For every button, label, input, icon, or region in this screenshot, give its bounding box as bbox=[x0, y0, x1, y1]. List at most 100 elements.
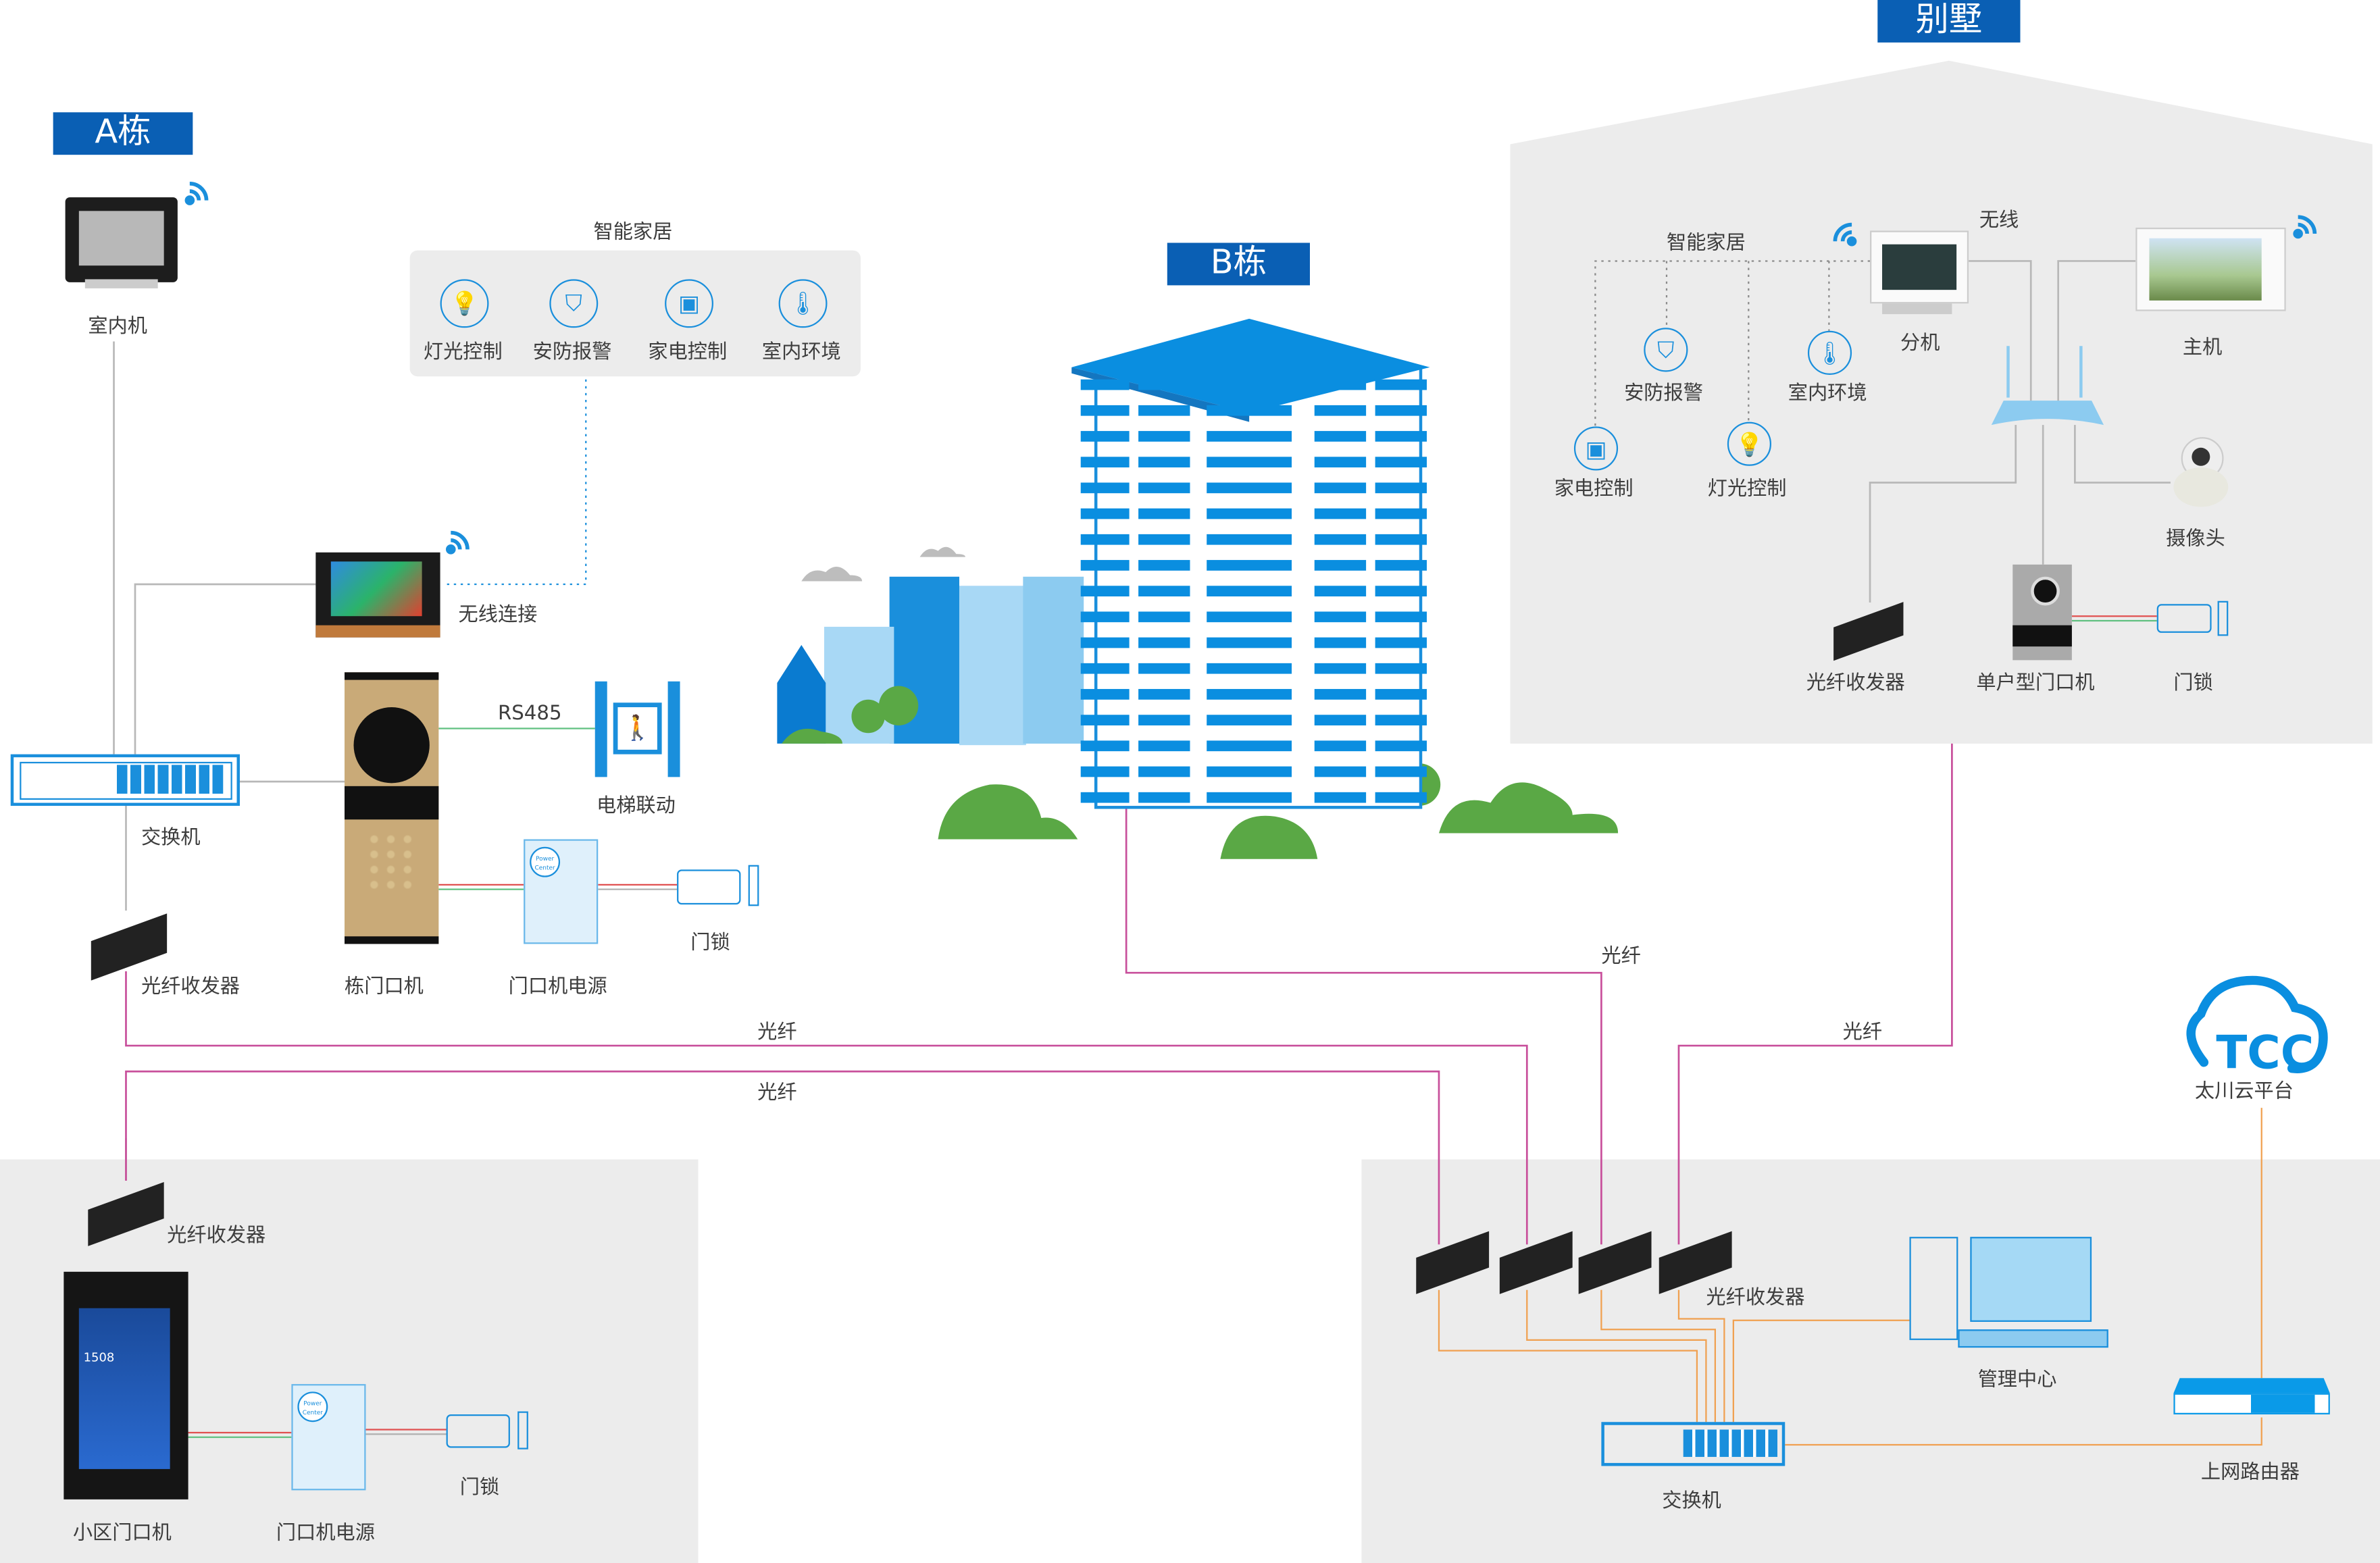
tower-balcony bbox=[1314, 431, 1367, 442]
cloud-logo-text: TCC bbox=[2216, 1026, 2314, 1079]
tower-balcony bbox=[1314, 715, 1367, 725]
tower-balcony bbox=[1314, 534, 1367, 545]
appliance-icon: ▣ bbox=[665, 279, 713, 328]
indoor-unit-device bbox=[65, 197, 178, 282]
tower-balcony bbox=[1138, 740, 1190, 752]
pc-monitor-icon bbox=[1970, 1237, 2092, 1322]
fiber-transceiver-label: 光纤收发器 bbox=[141, 975, 240, 999]
door-station-screen-number: 1508 bbox=[83, 1350, 115, 1364]
smart-home-item: 安防报警 bbox=[532, 341, 612, 365]
appliance-control-label: 家电控制 bbox=[1554, 478, 1634, 501]
villa-smart-home-dotted bbox=[1594, 260, 1871, 428]
power-lock-wires bbox=[188, 615, 2157, 1438]
fiber-label: 光纤 bbox=[757, 1081, 797, 1105]
main-unit-label: 主机 bbox=[2182, 336, 2223, 360]
tower bbox=[1071, 318, 1430, 809]
pc-tower-icon bbox=[1909, 1237, 1958, 1340]
community-door-station-device: 1508 bbox=[64, 1271, 188, 1500]
tower-balcony bbox=[1314, 766, 1367, 777]
tower-balcony bbox=[1207, 431, 1292, 442]
tower-balcony bbox=[1314, 405, 1367, 416]
smart-home-title: 智能家居 bbox=[593, 222, 673, 245]
building-door-station-device bbox=[345, 672, 439, 944]
tower-balcony bbox=[1138, 560, 1190, 571]
extension-unit-label: 分机 bbox=[1900, 332, 1940, 355]
villa-fiber-transceiver-label: 光纤收发器 bbox=[1806, 672, 1905, 696]
tower-balcony bbox=[1314, 689, 1367, 700]
fiber-lines bbox=[125, 743, 1953, 1245]
tower-balcony bbox=[1207, 508, 1292, 519]
fiber-label: 光纤 bbox=[757, 1021, 797, 1044]
tower-balcony bbox=[1375, 663, 1427, 674]
tower-balcony bbox=[1375, 482, 1427, 494]
main-unit-device bbox=[2135, 228, 2286, 311]
building-door-station-label: 栋门口机 bbox=[345, 975, 424, 999]
switch-device bbox=[1601, 1422, 1786, 1466]
elevator-icon: 🚶 bbox=[594, 681, 680, 777]
shield-icon: ⛉ bbox=[1644, 328, 1688, 372]
tower-balcony bbox=[1080, 457, 1130, 468]
tower-balcony bbox=[1207, 637, 1292, 648]
shield-icon: ⛉ bbox=[549, 279, 599, 328]
power-center-logo: Power Center bbox=[530, 846, 561, 877]
tower-balcony bbox=[1314, 792, 1367, 803]
tower-balcony bbox=[1375, 792, 1427, 803]
tower-balcony bbox=[1375, 431, 1427, 442]
extension-unit-device bbox=[1870, 230, 1969, 304]
appliance-icon: ▣ bbox=[1573, 426, 1619, 471]
tower-balcony bbox=[1138, 482, 1190, 494]
tower-balcony bbox=[1080, 766, 1130, 777]
tower-balcony bbox=[1138, 405, 1190, 416]
router-device bbox=[2173, 1378, 2330, 1417]
tower-balcony bbox=[1375, 560, 1427, 571]
gate-fiber-transceiver-label: 光纤收发器 bbox=[167, 1225, 266, 1248]
thermometer-icon: 🌡 bbox=[778, 279, 828, 328]
lighting-icon: 💡 bbox=[440, 279, 489, 328]
lighting-control-label: 灯光控制 bbox=[1707, 478, 1787, 501]
villa-door-lock-label: 门锁 bbox=[2173, 672, 2213, 696]
tower-balcony bbox=[1080, 792, 1130, 803]
tower-balcony bbox=[1080, 508, 1130, 519]
tower-balcony bbox=[1207, 379, 1292, 390]
tower-balcony bbox=[1314, 586, 1367, 596]
villa-smart-home-title: 智能家居 bbox=[1666, 232, 1746, 255]
villa-title: 别墅 bbox=[1877, 0, 2021, 43]
door-power-supply-device: Power Center bbox=[291, 1384, 366, 1491]
wireless-dotted-line bbox=[443, 379, 587, 586]
single-household-door-station-label: 单户型门口机 bbox=[1976, 672, 2095, 696]
wifi-icon bbox=[2293, 215, 2317, 239]
tower-balcony bbox=[1207, 534, 1292, 545]
tower-balcony bbox=[1080, 482, 1130, 494]
management-switch-label: 交换机 bbox=[1662, 1490, 1721, 1514]
security-alarm-label: 安防报警 bbox=[1624, 382, 1703, 405]
tower-balcony bbox=[1080, 611, 1130, 623]
network-lines-orange bbox=[1438, 1108, 2262, 1446]
tower-balcony bbox=[1207, 663, 1292, 674]
tower-balcony bbox=[1138, 457, 1190, 468]
door-lock-strike bbox=[517, 1411, 528, 1450]
tower-balcony bbox=[1080, 379, 1130, 390]
fiber-label: 光纤 bbox=[1842, 1021, 1883, 1044]
tower-balcony bbox=[1207, 457, 1292, 468]
door-power-supply-device: Power Center bbox=[524, 839, 599, 944]
tower-balcony bbox=[1375, 689, 1427, 700]
door-lock-strike bbox=[748, 865, 759, 906]
management-fiber-transceiver-label: 光纤收发器 bbox=[1706, 1287, 1805, 1310]
indoor-environment-label: 室内环境 bbox=[1788, 382, 1867, 405]
tower-balcony bbox=[1138, 715, 1190, 725]
management-center-label: 管理中心 bbox=[1977, 1368, 2057, 1392]
tower-balcony bbox=[1138, 508, 1190, 519]
tower-balcony bbox=[1375, 637, 1427, 648]
door-power-label: 门口机电源 bbox=[508, 975, 607, 999]
rs485-label: RS485 bbox=[497, 702, 562, 725]
tower-balcony bbox=[1375, 740, 1427, 752]
management-area bbox=[1361, 1159, 2380, 1563]
tower-balcony bbox=[1138, 766, 1190, 777]
elevator-linkage-label: 电梯联动 bbox=[596, 795, 676, 819]
extension-unit-stand bbox=[1882, 303, 1952, 315]
tower-balcony bbox=[1080, 586, 1130, 596]
